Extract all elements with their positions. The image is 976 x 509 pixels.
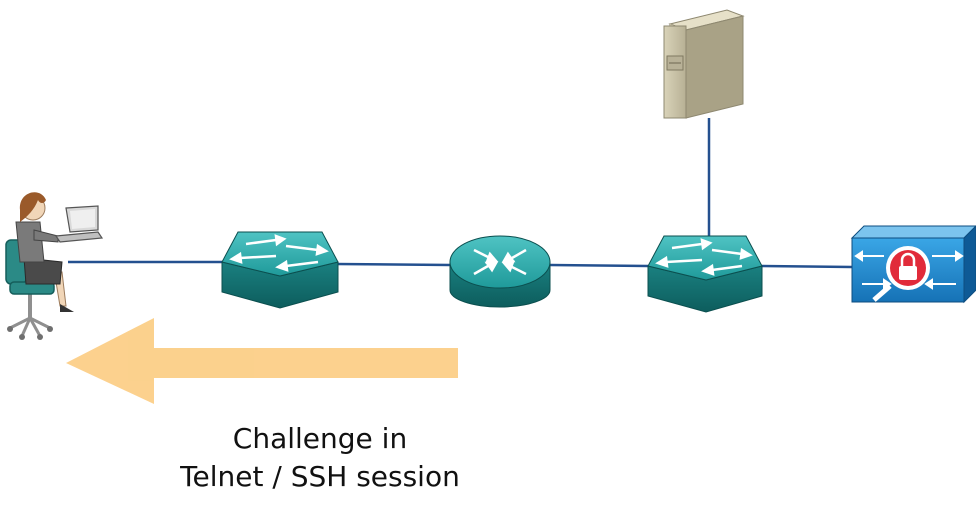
network-links [68,118,853,269]
switch-1-icon [221,231,339,309]
server-icon [663,9,745,119]
user-at-laptop-icon [5,192,104,340]
link-switch2-firewall [759,264,853,269]
link-router-switch2 [549,263,649,268]
caption-line-1: Challenge in [232,422,408,455]
challenge-arrow [66,318,458,404]
link-switch1-router [335,262,451,267]
firewall-lock-icon [850,225,976,304]
caption-line-2: Telnet / SSH session [180,460,460,493]
switch-2-icon [647,235,763,313]
router-icon [449,235,551,308]
